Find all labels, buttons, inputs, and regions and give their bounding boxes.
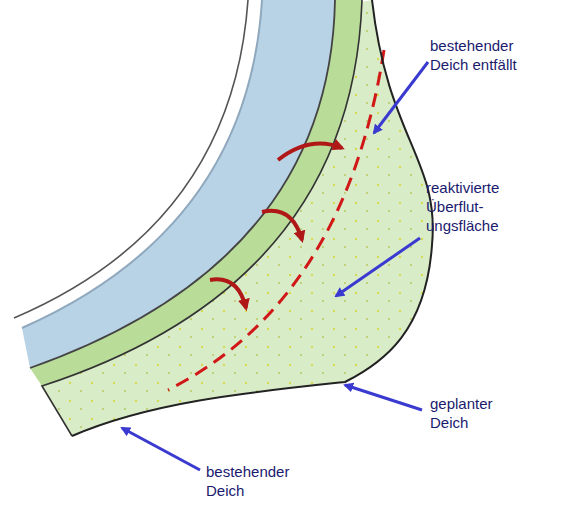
leader-arrow	[336, 238, 420, 296]
flow-arrow	[262, 211, 302, 240]
leader-arrow	[374, 62, 428, 133]
leader-arrow	[122, 428, 200, 470]
removed-dike	[168, 50, 384, 390]
flow-arrow	[210, 279, 246, 308]
callout-label: geplanter Deich	[430, 394, 518, 432]
leader-arrow	[345, 385, 422, 410]
river-bank	[30, 0, 335, 368]
callout-label: bestehender Deich	[206, 462, 306, 500]
river-bank	[22, 0, 262, 328]
callout-label: reaktivierte Überflut- ungsfläche	[426, 178, 530, 235]
river	[22, 0, 335, 368]
flow-arrow	[278, 144, 342, 160]
planned-dike	[72, 0, 433, 436]
callout-label: bestehender Deich entfällt	[430, 36, 548, 74]
river-bank	[14, 0, 248, 318]
